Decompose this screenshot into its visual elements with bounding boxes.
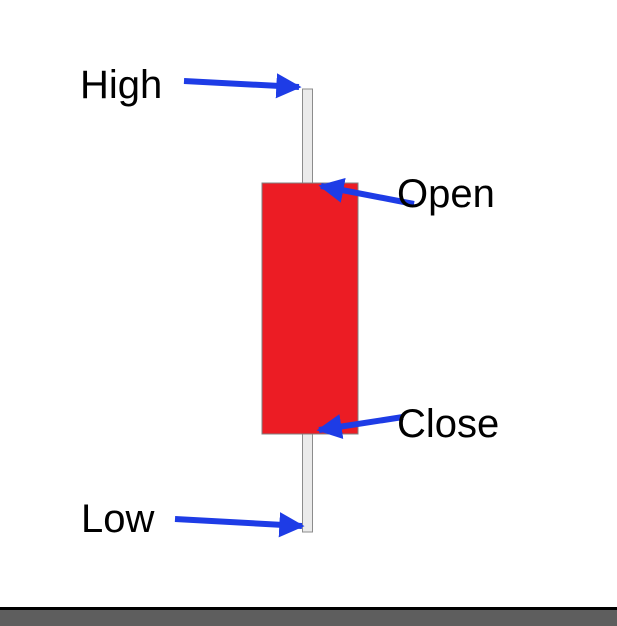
- close-label: Close: [397, 402, 499, 446]
- low-label: Low: [81, 497, 154, 541]
- high-arrow: [183, 73, 302, 99]
- upper-wick: [302, 88, 313, 186]
- lower-wick: [302, 431, 313, 533]
- candle-body: [261, 182, 359, 435]
- low-arrow: [174, 512, 305, 538]
- open-arrow: [318, 177, 415, 207]
- high-label: High: [80, 63, 162, 107]
- open-label: Open: [397, 172, 495, 216]
- bottom-bar: [0, 607, 617, 626]
- close-arrow: [316, 414, 404, 439]
